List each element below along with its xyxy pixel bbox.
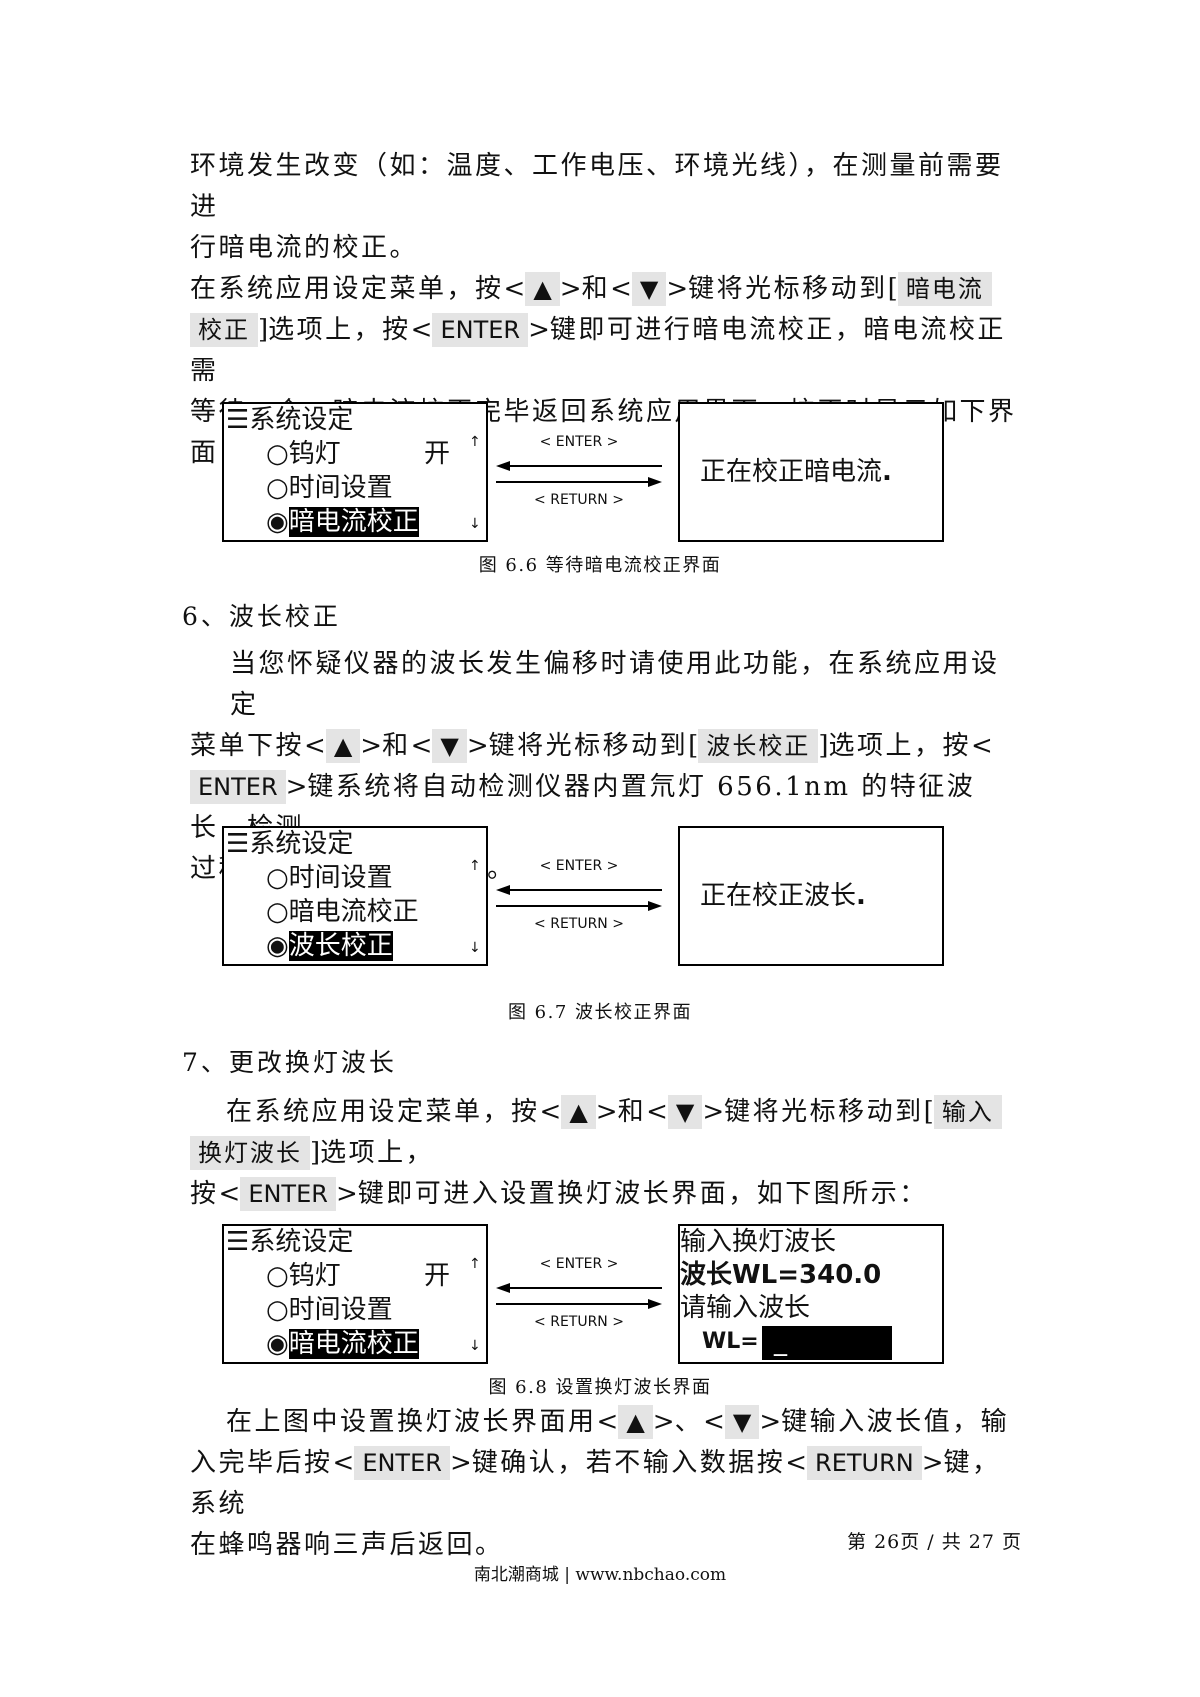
double-arrow-icon	[496, 885, 662, 911]
return-key-label: RETURN	[807, 1446, 922, 1480]
text-line: 校正]选项上，按<ENTER>键即可进行暗电流校正，暗电流校正需	[190, 313, 1006, 386]
menu-icon: ☰	[226, 829, 250, 859]
menu-title: ☰系统设定	[226, 1227, 354, 1257]
text-span: 键将光标移动到	[688, 274, 888, 304]
section-heading: 7、更改换灯波长	[182, 1048, 397, 1077]
text-span: 键即可进行暗电流校正，暗电流校正需	[190, 315, 1006, 386]
enter-return-arrows: < ENTER > < RETURN >	[494, 430, 664, 520]
figure-caption: 图 6.6 等待暗电流校正界面	[478, 555, 722, 576]
enter-label: < ENTER >	[539, 1256, 619, 1272]
up-key-label: ▲	[325, 729, 361, 763]
paragraph-change-lamp-wavelength: 在系统应用设定菜单，按<▲>和<▼>键将光标移动到[输入 换灯波长]选项上， 按…	[190, 1092, 1020, 1215]
lcd-status-screen: 正在校正暗电流.	[678, 402, 944, 542]
lcd-menu-screen: ☰系统设定 ○钨灯 开 ○时间设置 ◉暗电流校正 ↑ ↓	[222, 402, 488, 542]
status-text: 正在校正暗电流.	[700, 457, 892, 487]
down-key-label: ▼	[631, 272, 667, 306]
menu-row-selected: ◉波长校正	[266, 930, 393, 962]
text-line: 当您怀疑仪器的波长发生偏移时请使用此功能，在系统应用设定	[230, 649, 1000, 720]
scroll-up-icon: ↑	[469, 858, 481, 874]
menu-icon: ☰	[226, 405, 250, 435]
selected-item: 暗电流校正	[288, 507, 419, 537]
menu-item-label: 波长校正	[698, 729, 819, 763]
text-line: 在系统应用设定菜单，按<▲>和<▼>键将光标移动到[输入	[190, 1092, 1020, 1133]
text-span: 在系统应用设定菜单，按	[190, 274, 504, 304]
text-line: 入完毕后按<ENTER>键确认，若不输入数据按<RETURN>键，系统	[190, 1446, 1001, 1519]
down-key-label: ▼	[432, 729, 467, 763]
menu-row: ○暗电流校正	[266, 897, 419, 927]
menu-row-selected: ◉暗电流校正	[266, 506, 419, 538]
text-line: 在系统应用设定菜单，按<▲>和<▼>键将光标移动到[暗电流	[190, 269, 1020, 310]
menu-title: ☰系统设定	[226, 829, 354, 859]
paragraph-input-instructions: 在上图中设置换灯波长界面用<▲>、<▼>键输入波长值，输 入完毕后按<ENTER…	[190, 1402, 1020, 1566]
text-line: 环境发生改变（如：温度、工作电压、环境光线），在测量前需要进	[190, 151, 1004, 222]
text-line: 行暗电流的校正。	[190, 233, 419, 263]
text-line: 在上图中设置换灯波长界面用<▲>、<▼>键输入波长值，输	[226, 1405, 1010, 1439]
figure-caption: 图 6.8 设置换灯波长界面	[488, 1377, 712, 1398]
double-arrow-icon	[496, 1283, 662, 1309]
up-key-label: ▲	[525, 272, 560, 306]
scroll-down-icon: ↓	[469, 1338, 481, 1354]
text-line: 菜单下按<▲>和<▼>键将光标移动到[波长校正]选项上，按<	[190, 729, 993, 763]
radio-selected-icon: ◉	[266, 507, 289, 537]
radio-selected-icon: ◉	[266, 1329, 289, 1359]
text-line: 在蜂鸣器响三声后返回。	[190, 1530, 504, 1560]
menu-item-label: 暗电流	[897, 272, 992, 306]
menu-item-label: 输入	[933, 1095, 1002, 1129]
text-span: 和	[581, 274, 611, 304]
menu-row-value: 开	[424, 1261, 451, 1291]
enter-label: < ENTER >	[539, 434, 619, 450]
return-label: < RETURN >	[534, 916, 624, 932]
menu-icon: ☰	[226, 1227, 250, 1257]
double-arrow-icon	[496, 461, 662, 487]
return-label: < RETURN >	[534, 492, 624, 508]
lcd-input-screen: 输入换灯波长 波长WL=340.0 请输入波长 WL= _	[678, 1224, 944, 1364]
scroll-up-icon: ↑	[469, 434, 481, 450]
screen-line: 请输入波长	[680, 1293, 811, 1323]
scroll-up-icon: ↑	[469, 1256, 481, 1272]
up-key-label: ▲	[561, 1095, 596, 1129]
menu-title: ☰系统设定	[226, 405, 354, 435]
menu-item-label: 校正	[190, 313, 258, 347]
enter-key-label: ENTER	[190, 770, 286, 804]
text-span: 选项上，按	[268, 315, 411, 345]
down-key-label: ▼	[724, 1405, 760, 1439]
wl-label: WL=	[702, 1329, 759, 1354]
menu-row: ○时间设置	[266, 863, 393, 893]
lcd-status-screen: 正在校正波长.	[678, 826, 944, 966]
text-line: 换灯波长]选项上，	[190, 1133, 1020, 1174]
screen-line: 波长WL=340.0	[680, 1260, 882, 1290]
scroll-down-icon: ↓	[469, 516, 481, 532]
figure-caption: 图 6.7 波长校正界面	[507, 1002, 693, 1023]
menu-row: ○钨灯	[266, 439, 341, 469]
status-text: 正在校正波长.	[700, 881, 866, 911]
lcd-menu-screen: ☰系统设定 ○钨灯 开 ○时间设置 ◉暗电流校正 ↑ ↓	[222, 1224, 488, 1364]
text-line: 按<ENTER>键即可进入设置换灯波长界面，如下图所示：	[190, 1177, 928, 1211]
wavelength-input[interactable]: _	[762, 1326, 892, 1360]
menu-row: ○时间设置	[266, 1295, 393, 1325]
radio-selected-icon: ◉	[266, 931, 289, 961]
section-heading: 6、波长校正	[182, 602, 341, 631]
menu-row: ○钨灯	[266, 1261, 341, 1291]
enter-label: < ENTER >	[539, 858, 619, 874]
up-key-label: ▲	[618, 1405, 653, 1439]
down-key-label: ▼	[667, 1095, 703, 1129]
menu-row-selected: ◉暗电流校正	[266, 1328, 419, 1360]
lcd-menu-screen: ☰系统设定 ○时间设置 ○暗电流校正 ◉波长校正 ↑ ↓	[222, 826, 488, 966]
enter-key-label: ENTER	[240, 1177, 336, 1211]
menu-row: ○时间设置	[266, 473, 393, 503]
enter-return-arrows: < ENTER > < RETURN >	[494, 1252, 664, 1342]
return-label: < RETURN >	[534, 1314, 624, 1330]
page-number: 第 26页 / 共 27 页	[847, 1531, 1022, 1553]
menu-row-value: 开	[424, 439, 451, 469]
enter-key-label: ENTER	[432, 313, 529, 347]
menu-item-label: 换灯波长	[190, 1136, 310, 1170]
selected-item: 波长校正	[288, 931, 393, 961]
screen-line: 输入换灯波长	[680, 1227, 837, 1257]
scroll-down-icon: ↓	[469, 940, 481, 956]
site-footer: 南北潮商城 | www.nbchao.com	[473, 1565, 727, 1585]
enter-key-label: ENTER	[354, 1446, 450, 1480]
selected-item: 暗电流校正	[288, 1329, 419, 1359]
paragraph-dark-current-intro: 环境发生改变（如：温度、工作电压、环境光线），在测量前需要进 行暗电流的校正。 …	[190, 146, 1020, 474]
enter-return-arrows: < ENTER > < RETURN >	[494, 854, 664, 944]
